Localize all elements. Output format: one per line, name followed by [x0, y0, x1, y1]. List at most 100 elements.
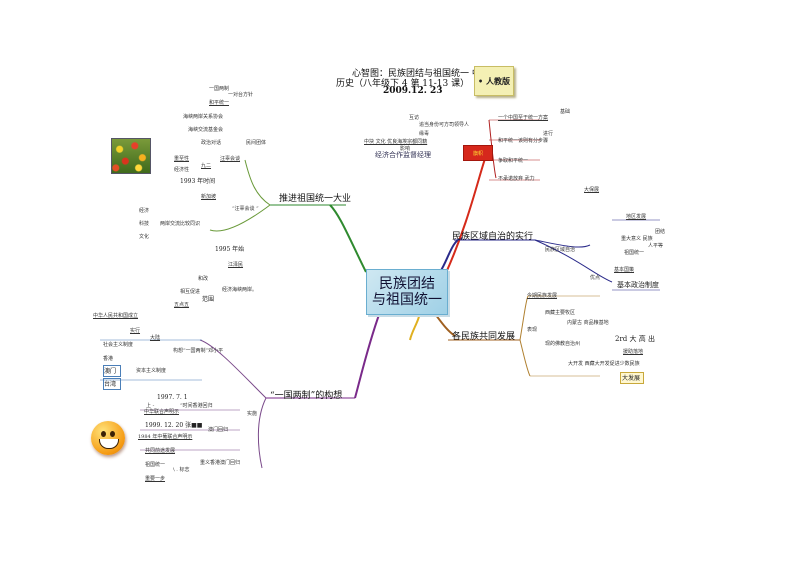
node-r-9: 基本政治制度: [617, 281, 659, 289]
node-r-15: 现的佛教自治州: [545, 341, 581, 347]
node-bl-4: 构想“一国两制”邓小平: [173, 348, 224, 354]
node-r-10: 今期民族发展: [527, 293, 558, 299]
node-r-6: 祖国统一: [624, 250, 645, 256]
branch-regional-autonomy[interactable]: 民族区域自治的实行: [452, 232, 534, 242]
node-tl-11: 九二: [201, 163, 212, 169]
node-bl-3: 社会主义制度: [103, 342, 134, 348]
development-box: [620, 372, 644, 384]
taiwan-box: [103, 378, 121, 390]
node-tl-19: 1995 年始: [215, 246, 245, 253]
node-bl-19: \ . 标志: [173, 467, 190, 473]
node-r-11: 西藏主要牧区: [545, 310, 576, 316]
node-bl-6: 澳门: [104, 368, 117, 375]
central-topic-line-1: 民族团结: [379, 276, 435, 292]
node-tl-21: 和改: [198, 276, 209, 282]
smiley-eye-left: [101, 431, 106, 437]
node-tl-25: 范围: [202, 296, 215, 303]
node-bl-7: 资本主义制度: [136, 368, 167, 374]
node-r-4: 人平等: [648, 243, 664, 249]
header-date: 2009.12. 23: [383, 86, 443, 96]
smiley-mouth: [99, 439, 119, 449]
node-link: 缘毒: [419, 131, 430, 137]
node-tl-6: 政治对话: [201, 140, 222, 146]
node-tl-8: 重至性: [174, 156, 190, 162]
node-bl-14: 1999. 12. 20 张■■: [145, 422, 203, 429]
node-r-7: 基本国策: [614, 267, 635, 273]
node-r-3: 重大意义 民族: [621, 236, 653, 242]
node-bl-18: 祖国统一: [145, 462, 166, 468]
node-bl-13: 实施: [247, 411, 258, 417]
node-strive-peace: 争取和平统一: [498, 158, 529, 164]
node-tl-24: 五点五: [174, 302, 190, 308]
central-topic[interactable]: 民族团结 与祖国统一: [366, 269, 448, 315]
node-progress: 进行: [543, 131, 554, 137]
branch-one-country-two-systems[interactable]: “一国两制”的构想: [270, 391, 343, 401]
header-line-2: 历史（八年级下 4 第 11-13 课）: [336, 79, 470, 89]
node-bl-17: 共同前途发展: [145, 448, 176, 454]
node-tl-4: 海峡两岸关系协会: [183, 114, 224, 120]
node-r-8: 优点: [590, 275, 601, 281]
node-bl-12: 中华联合声明示: [144, 409, 180, 415]
branch-common-development[interactable]: 各民族共同发展: [452, 332, 516, 342]
tulip-photo: [111, 138, 151, 174]
node-r-5: 民族区域自治: [545, 247, 576, 253]
node-r-12: 表现: [527, 327, 538, 333]
node-develop: 大保展: [584, 187, 600, 193]
node-one-china: 一个中国至于统一方案: [498, 115, 549, 121]
node-tl-12: 1993 年时间: [180, 178, 216, 185]
node-economy: 经济合作监督经理: [375, 151, 431, 159]
node-r-14: 2rd 大 高 出: [615, 335, 655, 343]
central-topic-line-2: 与祖国统一: [372, 292, 442, 308]
sticky-note-label: • 人教版: [478, 75, 510, 86]
sticky-note: • 人教版: [474, 66, 514, 96]
node-mutual-visit: 互访: [409, 115, 420, 121]
node-r-13: 内蒙古 商品粮基地: [567, 320, 609, 326]
branch-reunification[interactable]: 推进祖国统一大业: [279, 194, 352, 204]
node-bl-5: 香港: [103, 356, 114, 362]
node-culture: 中块 文化 优良海埃宗都同籍: [364, 139, 428, 145]
header-line-1: 心智图：民族团结与祖国统一 中国: [352, 69, 490, 79]
node-tl-2: 一对台方针: [228, 92, 254, 98]
node-r-1: 地区发展: [626, 214, 647, 220]
node-r-18: 大发展: [622, 375, 641, 382]
node-tl-13: 新加坡: [201, 194, 217, 200]
node-influence: 影响: [400, 146, 411, 152]
node-tl-10: 汪辜会谈: [220, 156, 241, 162]
node-bl-16: 1984 年中葡联合声明示: [138, 434, 193, 440]
branch-line-flag: [444, 149, 489, 276]
node-bl-21: 重要一步: [145, 476, 166, 482]
node-bl-2: 大陆: [150, 335, 161, 341]
node-tl-14: “汪辜会谈 ”: [232, 206, 259, 212]
node-tl-9: 经济性: [174, 167, 190, 173]
node-bl-15: 澳门回归: [208, 427, 229, 433]
node-basis: 基础: [560, 109, 571, 115]
branch-line-top-left: [329, 204, 367, 273]
node-tl-23: 经济海峡两岸。: [222, 287, 258, 293]
node-tl-22: 相互促进: [180, 289, 201, 295]
flag-label: 旗帜: [472, 150, 483, 157]
node-peace-steps: 和平统一该则有分步骤: [498, 138, 549, 144]
smiley-face-icon: [91, 421, 125, 455]
node-bl-9: 1997. 7. 1: [157, 394, 188, 401]
node-r-17: 大开发 西藏大开发促进少数民族: [568, 361, 640, 367]
node-bl-11: “时间香港回归: [180, 403, 213, 409]
node-bl-20: 重义香港澳门回归: [200, 460, 241, 466]
node-tl-20: 江泽民: [228, 262, 244, 268]
node-leaders: 追当身份可方司领导人: [419, 122, 470, 128]
node-tl-5: 海峡交流基金会: [188, 127, 224, 133]
node-tl-26: 中华人民共和国成立: [93, 313, 139, 319]
node-tl-17: 两岸交流比较同识: [160, 221, 201, 227]
node-tl-18: 文化: [139, 234, 150, 240]
node-tl-16: 科技: [139, 221, 150, 227]
node-bl-10: 上 -: [146, 403, 155, 409]
smiley-eye-right: [110, 431, 115, 437]
node-tl-1: 一国两制: [209, 86, 230, 92]
node-bl-1: 实行: [130, 328, 141, 334]
macau-box: [103, 365, 121, 377]
node-tl-15: 经济: [139, 208, 150, 214]
node-r-16: 援助落地: [623, 349, 644, 355]
flag-icon: 旗帜: [463, 145, 493, 161]
branch-line-bottom-left: [354, 311, 381, 399]
node-bl-8: 台湾: [104, 381, 117, 388]
node-tl-7: 民间团体: [246, 140, 267, 146]
